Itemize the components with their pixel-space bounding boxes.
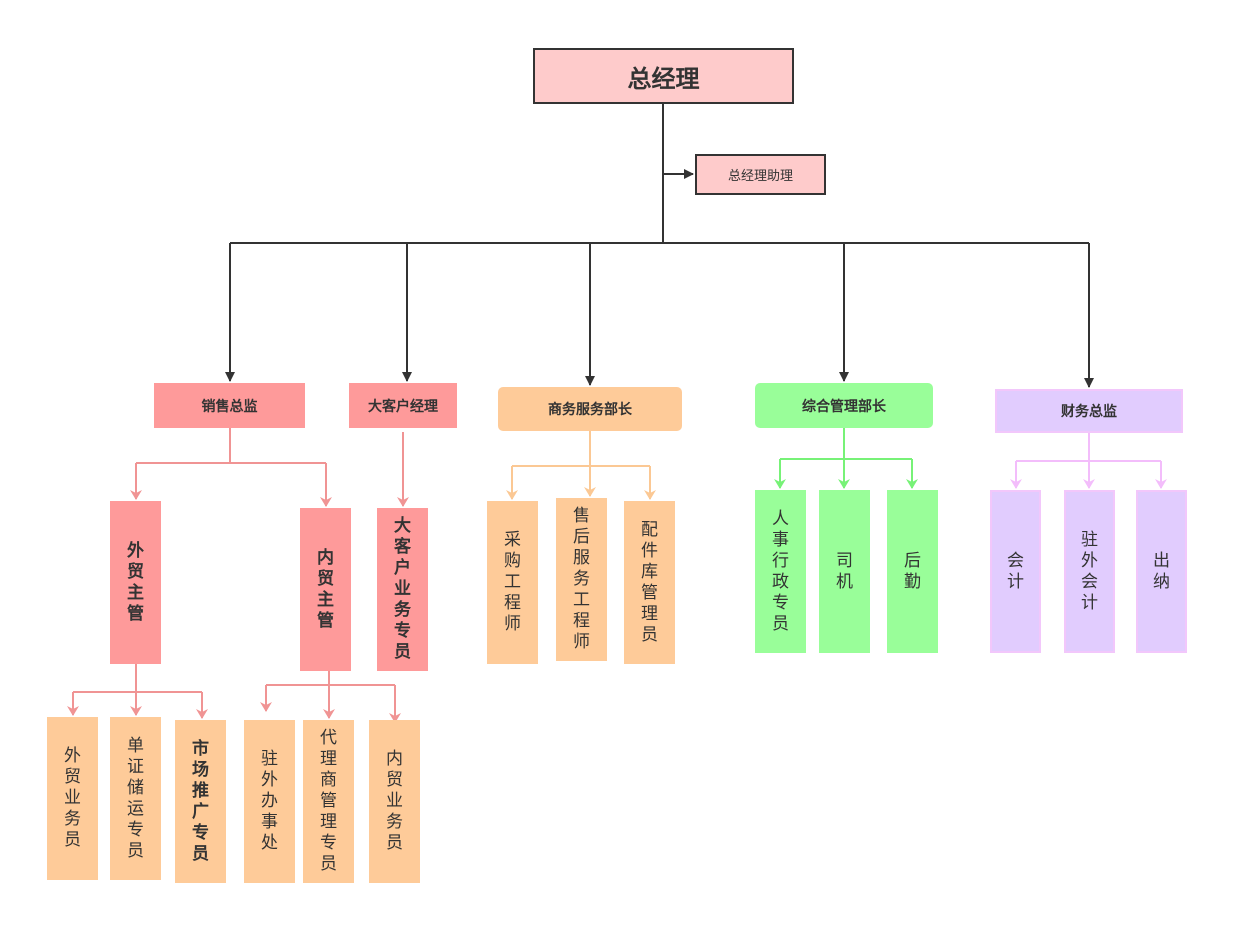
field-accountant-box[interactable]: 驻外会计 — [1064, 490, 1115, 653]
cashier-label: 出纳 — [1153, 550, 1170, 592]
field-accountant-label: 驻外会计 — [1081, 529, 1098, 613]
sales-director-box[interactable]: 销售总监 — [154, 383, 305, 428]
marketing-specialist-label: 市场推广专员 — [192, 738, 209, 864]
business-service-head-box[interactable]: 商务服务部长 — [498, 387, 682, 431]
parts-warehouse-keeper-label: 配件库管理员 — [641, 519, 658, 645]
admin-head-label: 综合管理部长 — [802, 398, 886, 415]
key-account-specialist-box[interactable]: 大客户业务专员 — [377, 508, 428, 671]
marketing-specialist-box[interactable]: 市场推广专员 — [175, 720, 226, 883]
general-manager-label: 总经理 — [627, 64, 700, 93]
branch-office-box[interactable]: 驻外办事处 — [244, 720, 295, 883]
branch-office-label: 驻外办事处 — [261, 749, 278, 853]
accountant-label: 会计 — [1007, 550, 1024, 592]
purchasing-engineer-box[interactable]: 采购工程师 — [487, 501, 538, 664]
gm-assistant-box[interactable]: 总经理助理 — [695, 154, 826, 195]
accountant-box[interactable]: 会计 — [990, 490, 1041, 653]
foreign-sales-rep-box[interactable]: 外贸业务员 — [47, 717, 98, 880]
docs-logistics-specialist-box[interactable]: 单证储运专员 — [110, 717, 161, 880]
cashier-box[interactable]: 出纳 — [1136, 490, 1187, 653]
hr-admin-specialist-label: 人事行政专员 — [772, 508, 789, 634]
after-sales-engineer-box[interactable]: 售后服务工程师 — [556, 498, 607, 661]
domestic-sales-rep-label: 内贸业务员 — [386, 749, 403, 853]
driver-box[interactable]: 司机 — [819, 490, 870, 653]
foreign-sales-rep-label: 外贸业务员 — [64, 746, 81, 850]
business-service-head-label: 商务服务部长 — [548, 402, 632, 418]
sales-director-label: 销售总监 — [201, 398, 258, 415]
domestic-sales-rep-box[interactable]: 内贸业务员 — [369, 720, 420, 883]
agent-manager-box[interactable]: 代理商管理专员 — [303, 720, 354, 883]
foreign-trade-supervisor-box[interactable]: 外贸主管 — [110, 501, 161, 664]
purchasing-engineer-label: 采购工程师 — [504, 530, 521, 634]
logistics-support-label: 后勤 — [904, 550, 921, 592]
admin-head-box[interactable]: 综合管理部长 — [755, 383, 933, 428]
logistics-support-box[interactable]: 后勤 — [887, 490, 938, 653]
agent-manager-label: 代理商管理专员 — [320, 728, 337, 874]
finance-director-box[interactable]: 财务总监 — [995, 389, 1183, 433]
after-sales-engineer-label: 售后服务工程师 — [573, 506, 590, 652]
domestic-trade-supervisor-box[interactable]: 内贸主管 — [300, 508, 351, 671]
foreign-trade-supervisor-label: 外贸主管 — [127, 540, 144, 624]
finance-director-label: 财务总监 — [1061, 404, 1117, 420]
docs-logistics-specialist-label: 单证储运专员 — [127, 735, 144, 861]
domestic-trade-supervisor-label: 内贸主管 — [317, 547, 334, 631]
key-account-manager-label: 大客户经理 — [368, 398, 438, 415]
driver-label: 司机 — [836, 550, 853, 592]
parts-warehouse-keeper-box[interactable]: 配件库管理员 — [624, 501, 675, 664]
general-manager-box[interactable]: 总经理 — [533, 48, 794, 104]
key-account-specialist-label: 大客户业务专员 — [394, 516, 411, 662]
key-account-manager-box[interactable]: 大客户经理 — [349, 383, 457, 428]
gm-assistant-label: 总经理助理 — [727, 169, 793, 184]
hr-admin-specialist-box[interactable]: 人事行政专员 — [755, 490, 806, 653]
